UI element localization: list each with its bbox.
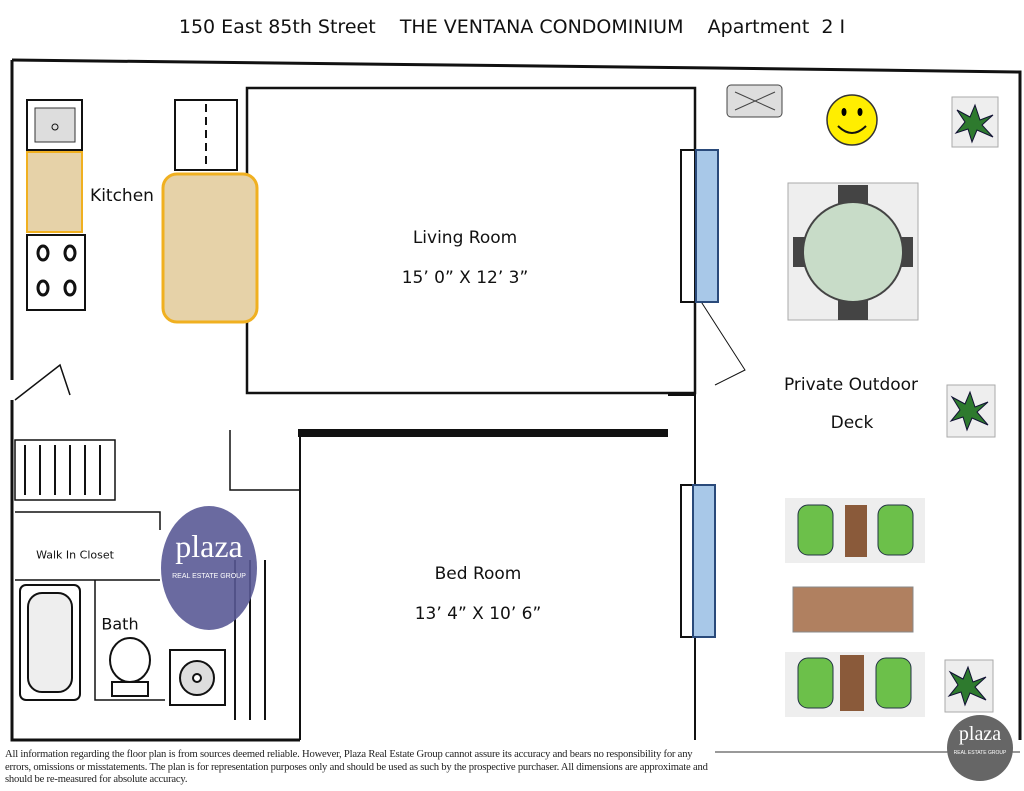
window-living-room (680, 149, 696, 303)
window-bedroom (680, 484, 694, 638)
kitchen-island (161, 172, 259, 324)
grill-icon (726, 84, 783, 118)
plaza-watermark-name: plaza (175, 528, 243, 564)
bathtub-icon (19, 584, 81, 701)
plaza-watermark-subtitle: REAL ESTATE GROUP (172, 573, 246, 580)
plaza-badge-subtitle: REAL ESTATE GROUP (953, 750, 1007, 756)
deck-label-line1: Private Outdoor (783, 375, 919, 395)
plaza-badge-name: plaza (958, 723, 1002, 745)
plaza-logo-watermark (161, 506, 257, 630)
bath-label: Bath (101, 614, 139, 634)
deck-label-line2: Deck (830, 413, 874, 433)
plaza-logo-badge (947, 715, 1013, 781)
kitchen-counter (26, 151, 83, 233)
walls (10, 58, 1022, 742)
plant-icon (946, 384, 996, 438)
window-living-room-glass (695, 149, 719, 303)
lounge-set-icon (785, 652, 925, 717)
bed-room-label: Bed Room (434, 564, 522, 584)
bath-sink-icon (169, 649, 226, 706)
stove-icon (26, 234, 86, 311)
kitchen-label: Kitchen (90, 186, 154, 206)
plant-icon (951, 96, 999, 148)
toilet-icon (109, 637, 151, 697)
bed-room-dimensions: 13’ 4” X 10’ 6” (414, 604, 542, 624)
living-room-dimensions: 15’ 0” X 12’ 3” (401, 268, 529, 288)
lounge-set-icon (785, 498, 925, 563)
disclaimer: All information regarding the floor plan… (5, 749, 708, 785)
dining-table-icon (787, 182, 919, 321)
window-bedroom-glass (692, 484, 716, 638)
kitchen-sink-icon (26, 99, 83, 151)
plant-icon (944, 659, 994, 713)
refrigerator-icon (174, 99, 238, 171)
plan-title: 150 East 85th Street THE VENTANA CONDOMI… (178, 16, 846, 38)
smiley-icon (826, 94, 878, 146)
walk-in-closet-label: Walk In Closet (36, 548, 114, 562)
living-room-label: Living Room (412, 228, 518, 248)
bench-icon (792, 586, 914, 633)
